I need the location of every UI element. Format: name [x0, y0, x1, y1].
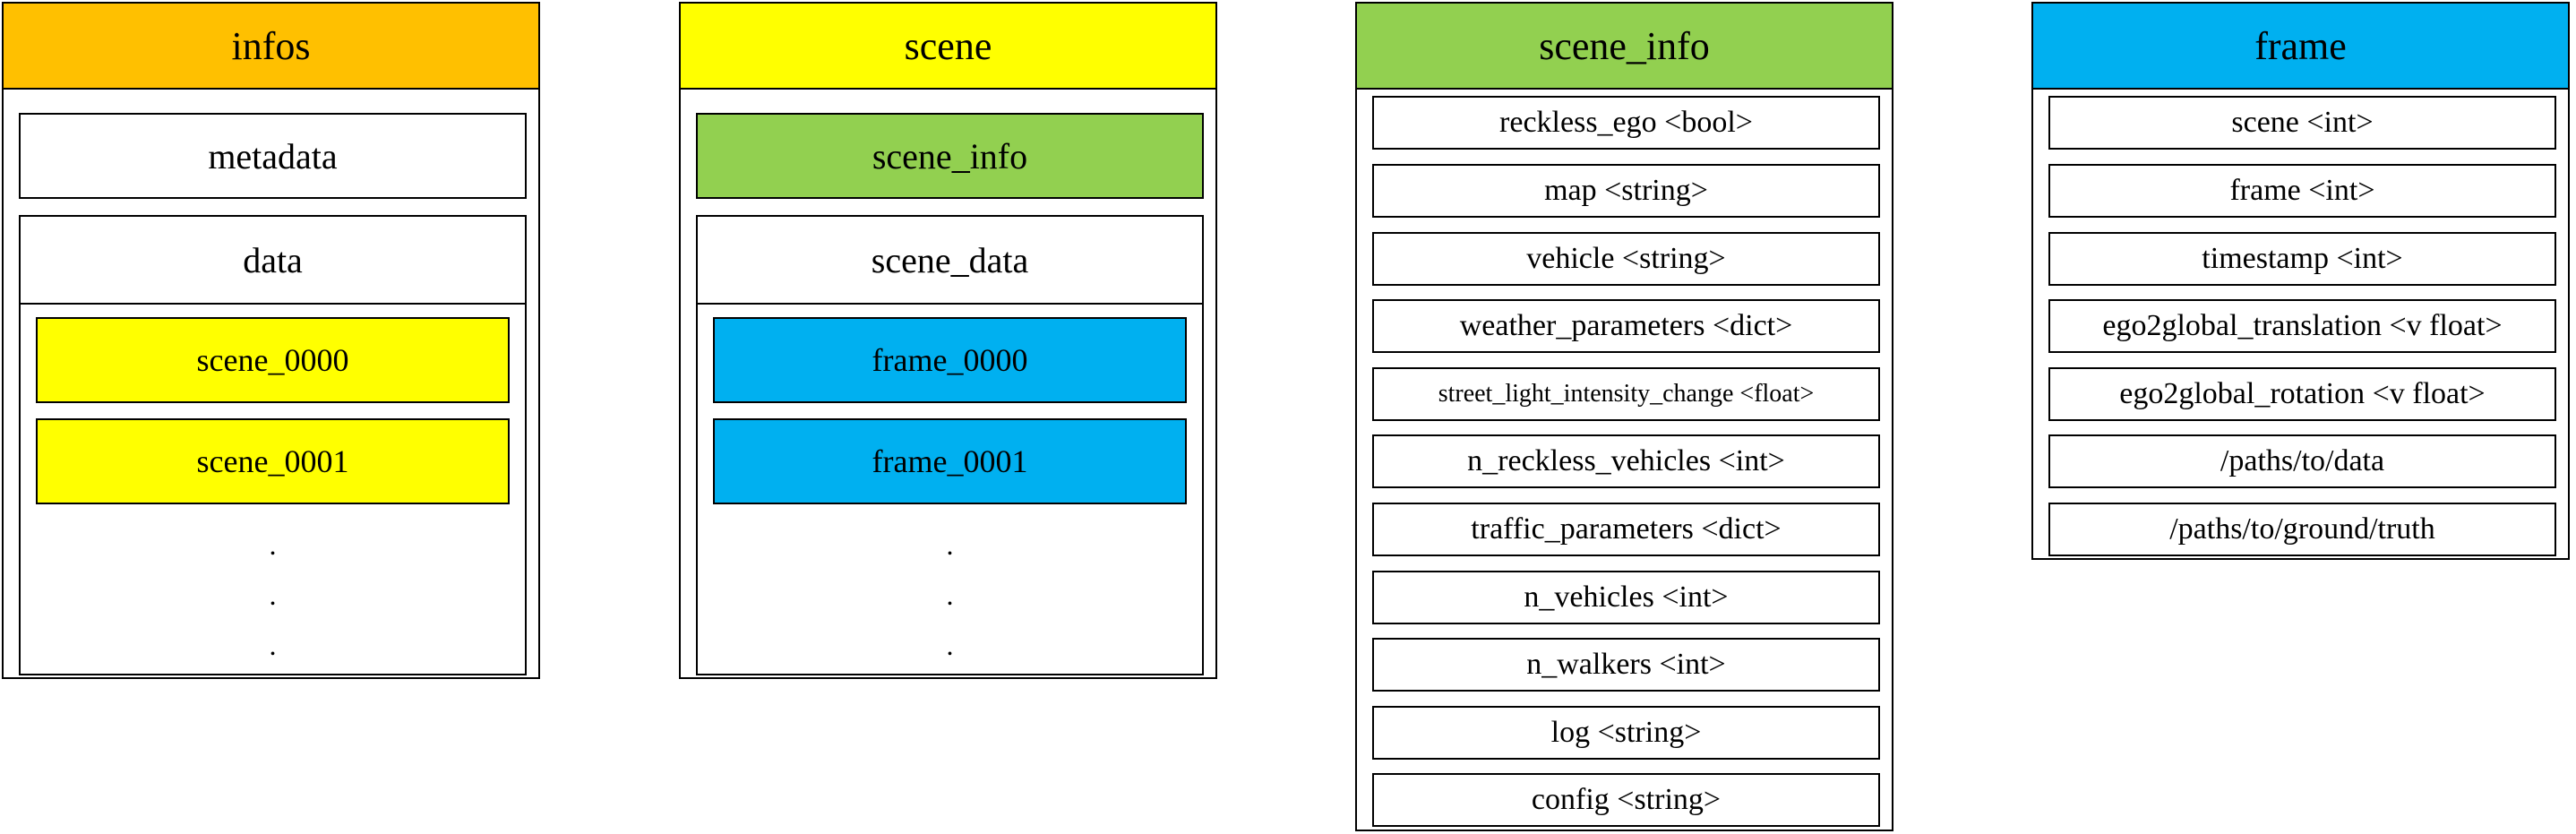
field-n-reckless-vehicles: n_reckless_vehicles <int> — [1372, 434, 1880, 488]
field-timestamp: timestamp <int> — [2048, 232, 2556, 286]
field-vehicle: vehicle <string> — [1372, 232, 1880, 286]
field-ego2global-translation: ego2global_translation <v float> — [2048, 299, 2556, 353]
scene-data-header: scene_data — [698, 217, 1202, 305]
field-n-walkers: n_walkers <int> — [1372, 638, 1880, 692]
data-header: data — [21, 217, 525, 305]
ellipsis-dot: . — [269, 529, 277, 561]
scene-header: scene — [681, 4, 1215, 90]
field-weather-parameters: weather_parameters <dict> — [1372, 299, 1880, 353]
field-scene: scene <int> — [2048, 96, 2556, 150]
field-reckless-ego: reckless_ego <bool> — [1372, 96, 1880, 150]
frame-item-0000: frame_0000 — [713, 317, 1187, 403]
field-ego2global-rotation: ego2global_rotation <v float> — [2048, 367, 2556, 421]
infos-header: infos — [4, 4, 538, 90]
scene-info-header: scene_info — [1357, 4, 1892, 90]
metadata-box: metadata — [19, 113, 527, 199]
scene-info-box: scene_info — [696, 113, 1204, 199]
field-n-vehicles: n_vehicles <int> — [1372, 571, 1880, 624]
scene-panel: scene scene_info scene_data frame_0000 f… — [679, 2, 1217, 679]
frame-header: frame — [2033, 4, 2568, 90]
field-config: config <string> — [1372, 773, 1880, 827]
scene-data-box: scene_data frame_0000 frame_0001 . . . — [696, 215, 1204, 675]
ellipsis-dot: . — [946, 529, 954, 561]
scene-item-0001: scene_0001 — [36, 418, 510, 504]
data-box: data scene_0000 scene_0001 . . . — [19, 215, 527, 675]
infos-panel: infos metadata data scene_0000 scene_000… — [2, 2, 540, 679]
field-log: log <string> — [1372, 706, 1880, 760]
field-paths-to-data: /paths/to/data — [2048, 434, 2556, 488]
ellipsis-dot: . — [269, 629, 277, 661]
field-traffic-parameters: traffic_parameters <dict> — [1372, 503, 1880, 556]
scene-item-0000: scene_0000 — [36, 317, 510, 403]
field-street-light-intensity-change: street_light_intensity_change <float> — [1372, 367, 1880, 421]
ellipsis-dot: . — [946, 629, 954, 661]
field-map: map <string> — [1372, 164, 1880, 218]
ellipsis-dot: . — [269, 579, 277, 611]
frame-item-0001: frame_0001 — [713, 418, 1187, 504]
scene-info-panel: scene_info reckless_ego <bool> map <stri… — [1355, 2, 1893, 831]
field-frame: frame <int> — [2048, 164, 2556, 218]
field-paths-to-ground-truth: /paths/to/ground/truth — [2048, 503, 2556, 556]
ellipsis-dot: . — [946, 579, 954, 611]
frame-panel: frame scene <int> frame <int> timestamp … — [2031, 2, 2570, 560]
